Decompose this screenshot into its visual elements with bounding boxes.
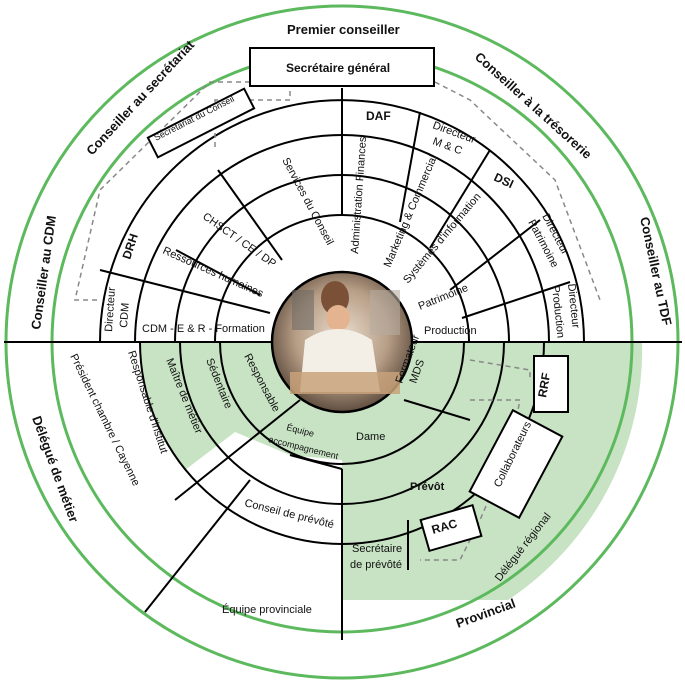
collaborateurs-box: [468, 408, 564, 520]
rrf-box: [533, 355, 569, 413]
secretaire-prevote-line1: Secrétaire: [352, 543, 402, 555]
president-chambre-label: Président chambre / Cayenne: [67, 352, 142, 488]
equipe-provinciale-label: Équipe provinciale: [222, 603, 312, 616]
secretaire-general-box: [249, 47, 435, 87]
delegue-metier-label: Délégué de métier: [29, 414, 81, 524]
radial-lines: [99, 88, 571, 640]
daf-label: DAF: [366, 109, 391, 123]
premier-conseiller-label: Premier conseiller: [287, 22, 400, 37]
administration-finances-label: Administration Finances: [349, 136, 369, 254]
boxes: [146, 47, 569, 553]
rrf-label: RRF: [535, 372, 553, 399]
services-conseil-label: Services du Conseil: [279, 156, 335, 247]
prevot-label: Prévôt: [410, 481, 445, 493]
production-label: Production: [424, 325, 477, 337]
secretariat-conseil-box: [146, 87, 256, 159]
dame-label: Dame: [356, 431, 385, 443]
secretaire-prevote-line2: de prévôté: [350, 559, 402, 571]
center-photo: [270, 270, 414, 414]
cdm-formation-label: CDM - E & R - Formation: [142, 323, 265, 335]
directeur-production-line2: Production: [549, 285, 566, 339]
directeur-cdm-line1: Directeur: [103, 287, 118, 333]
secretaire-general-label: Secrétaire général: [286, 61, 390, 75]
rac-label: RAC: [430, 516, 459, 537]
drh-label: DRH: [120, 232, 141, 261]
provincial-label: Provincial: [454, 595, 518, 630]
dsi-label: DSI: [492, 170, 516, 191]
directeur-production-line1: Directeur: [565, 283, 582, 329]
directeur-cdm-line2: CDM: [118, 302, 132, 328]
rac-box: [419, 503, 483, 553]
